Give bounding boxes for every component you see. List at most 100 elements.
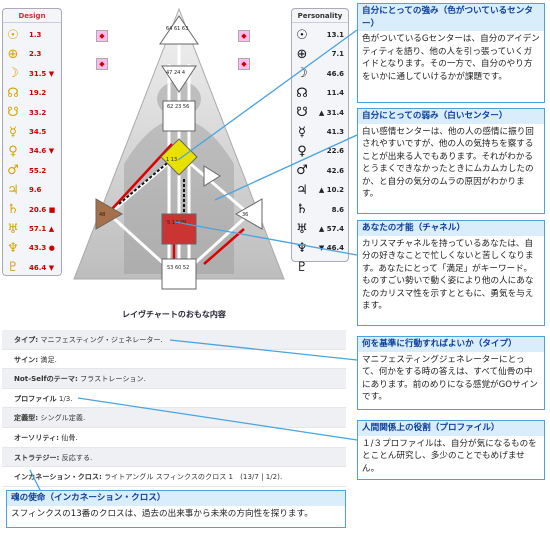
gate-value: 46.4 ▼ [29,263,55,272]
callout-talent: あなたの才能（チャネル） カリスマチャネルを持っているあなたは、自分の好きなこと… [357,220,545,326]
personality-row: ☉ 13.1 [292,25,348,45]
summary-key: タイプ: [14,335,39,344]
design-row: ♃ 9.6 [3,180,61,200]
planet-icon: ♃ [296,182,308,198]
gate-value: 9.6 [29,186,42,195]
design-row: ☋33.2 [3,103,61,123]
gate-value: 57.1 ▲ [29,225,55,233]
planet-icon: ♀ [297,143,307,159]
root-center [161,258,197,290]
design-row: ♄ 20.6 ■ [3,200,61,220]
callout-weak-title: 自分にとっての弱み（白いセンター） [358,109,544,124]
summary-row: ストラテジー: 反応する. [2,447,346,468]
summary-row: オーソリティ: 仙骨. [2,428,346,448]
callout-strong: 自分にとっての強み（色がついているセンター） 色がついているGセンターは、自分の… [357,3,545,103]
gate-value: 22.6 [326,147,344,156]
design-row: ♂55.2 [3,161,61,181]
summary-key: オーソリティ: [14,432,59,442]
planet-icon: ☉ [296,27,308,43]
planet-icon: ♃ [7,182,19,198]
gate-value: ▲ 57.4 [318,225,344,233]
summary-row: プロファイル 1/3. [2,389,346,409]
planet-icon: ☉ [7,27,19,43]
personality-row: ☽46.6 [292,64,348,84]
sacral-center [161,213,197,245]
gate-value: ▼ 46.4 [318,244,344,253]
planet-icon: ♆ [7,240,19,256]
svg-text:5 14 29: 5 14 29 [167,220,186,226]
personality-row: ♅ ▲ 57.4 [292,219,348,239]
summary-value: 仙骨. [61,432,78,442]
summary-row: タイプ: マニフェスティング・ジェネレーター. [2,330,346,350]
personality-row: ☊ 11.4 [292,83,348,103]
gate-value: 41.3 [326,128,344,136]
planet-icon: ☿ [298,124,306,140]
personality-row: ♃▲ 10.2 [292,180,348,200]
planet-icon: ♇ [296,260,308,276]
chart-caption: レイヴチャートのおもな内容 [122,310,226,319]
summary-key: インカネーション・クロス: [14,472,102,482]
personality-row: ♂42.6 [292,161,348,181]
design-scroll-up-button[interactable]: ◆ [96,30,108,42]
planet-icon: ♅ [7,221,19,237]
personality-row: ♆ ▼ 46.4 [292,238,348,258]
design-row: ♇46.4 ▼ [3,258,61,278]
svg-text:64 61 63: 64 61 63 [166,26,188,32]
personality-row: ♀ 22.6 [292,141,348,161]
gate-value: 8.6 [331,205,344,214]
planet-icon: ☋ [7,105,19,121]
personality-row: ♇ [292,258,348,278]
gate-value: 11.4 [326,89,344,98]
planet-icon: ☽ [7,66,19,82]
callout-type-title: 何を基準に行動すればよいか（タイプ） [358,337,544,352]
design-panel: Design ☉1.3⊕2.3☽31.5 ▼☊19.2☋33.2☿34.5♀34… [2,8,62,276]
summary-key: 定義型: [14,413,39,423]
summary-table: タイプ: マニフェスティング・ジェネレーター.サイン: 満足.Not-Selfの… [2,330,346,487]
planet-icon: ♄ [296,202,308,218]
summary-value: マニフェスティング・ジェネレーター. [40,335,163,344]
callout-weak-body: 白い感情センターは、他の人の感情に振り回されやすいですが、他の人の気持ちを察する… [362,126,534,200]
callout-profile-title: 人間関係上の役割（プロファイル） [358,421,544,436]
design-scroll-down-button[interactable]: ◆ [96,58,108,70]
design-row: ☽31.5 ▼ [3,64,61,84]
summary-value: 反応する. [61,452,93,462]
planet-icon: ♆ [296,240,308,256]
gate-value: 13.1 [326,31,344,39]
callout-cross-title: 魂の使命（インカネーション・クロス） [7,491,345,506]
summary-key: Not-Selfのテーマ: [14,374,78,384]
callout-profile: 人間関係上の役割（プロファイル） １/３プロファイルは、自分が気になるものをとこ… [357,420,545,480]
callout-cross-body: スフィンクスの13番のクロスは、過去の出来事から未来の方向性を探ります。 [11,508,313,519]
personality-row: ☿ 41.3 [292,122,348,142]
planet-icon: ♄ [7,202,19,218]
planet-icon: ♅ [296,221,308,237]
gate-value: 1.3 [29,31,42,39]
callout-weak: 自分にとっての弱み（白いセンター） 白い感情センターは、他の人の感情に振り回され… [357,108,545,214]
gate-value: 20.6 ■ [29,205,56,214]
heart-center [203,165,221,187]
callout-strong-title: 自分にとっての強み（色がついているセンター） [358,4,544,31]
personality-row: ☋▲ 31.4 [292,103,348,123]
summary-row: サイン: 満足. [2,350,346,370]
planet-icon: ☊ [296,85,308,101]
summary-key: ストラテジー: [14,452,60,462]
summary-row: 定義型: シングル定義. [2,408,346,428]
svg-text:53 60 52: 53 60 52 [167,265,189,271]
design-row: ☊19.2 [3,83,61,103]
planet-icon: ♂ [296,163,308,179]
svg-text:1 13: 1 13 [166,157,177,163]
design-row: ♀34.6 ▼ [3,141,61,161]
design-row: ♅ 57.1 ▲ [3,219,61,239]
gate-value: 55.2 [29,166,47,175]
gate-value: 19.2 [29,89,47,98]
personality-row: ⊕7.1 [292,44,348,64]
personality-panel: Personality ☉13.1⊕7.1☽46.6☊11.4☋▲ 31.4☿4… [291,8,349,275]
planet-icon: ☽ [296,66,308,82]
bodygraph: 64 61 63 47 24 4 62 23 56 1 13 5 14 29 5… [73,7,285,290]
summary-row: インカネーション・クロス: ライトアングル スフィンクスのクロス 1 (13/7… [2,467,346,487]
gate-value: ▲ 31.4 [318,108,344,117]
summary-value: フラストレーション. [80,374,146,384]
gate-value: 2.3 [29,50,42,59]
svg-text:47 24 4: 47 24 4 [166,70,185,76]
design-row: ☿34.5 [3,122,61,142]
planet-icon: ☿ [9,124,17,140]
